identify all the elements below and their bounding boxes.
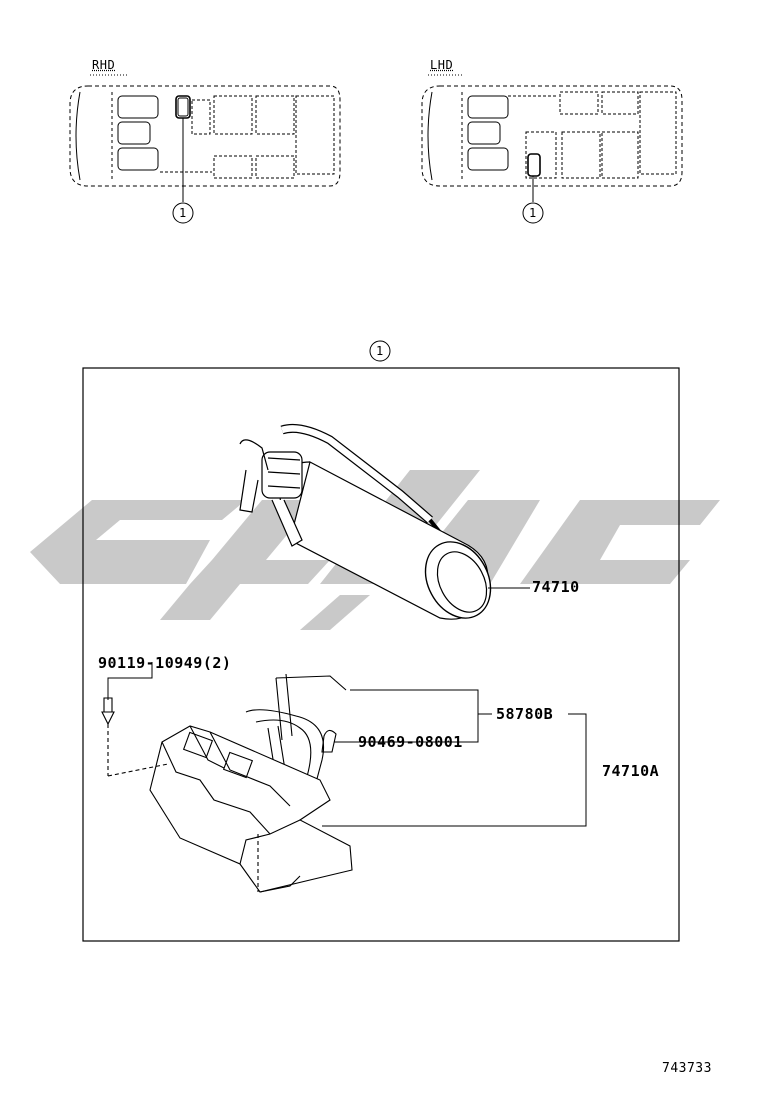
lhd-callout-circle (522, 202, 544, 224)
lhd-vehicle-top-view (421, 85, 683, 202)
part-leader-lines (107, 662, 587, 827)
part-number-90469-08001: 90469-08001 (358, 733, 463, 751)
bracket-assembly-drawing (101, 673, 353, 893)
part-number-74710A: 74710A (602, 762, 660, 780)
figure-number: 743733 (662, 1061, 712, 1076)
detail-callout-circle (369, 340, 391, 362)
lhd-callout-number: 1 (529, 206, 537, 220)
rhd-callout-number: 1 (179, 206, 187, 220)
rhd-label: RHD (92, 58, 116, 72)
part-number-74710: 74710 (532, 578, 580, 596)
part-number-58780B: 58780B (496, 705, 554, 723)
detail-frame (82, 367, 680, 942)
fire-extinguisher-drawing (239, 423, 492, 620)
lhd-label: LHD (430, 58, 454, 72)
detail-callout-number: 1 (376, 344, 384, 358)
part-number-90119-10949: 90119-10949(2) (98, 654, 232, 672)
rhd-callout-circle (172, 202, 194, 224)
rhd-vehicle-top-view (69, 85, 341, 202)
